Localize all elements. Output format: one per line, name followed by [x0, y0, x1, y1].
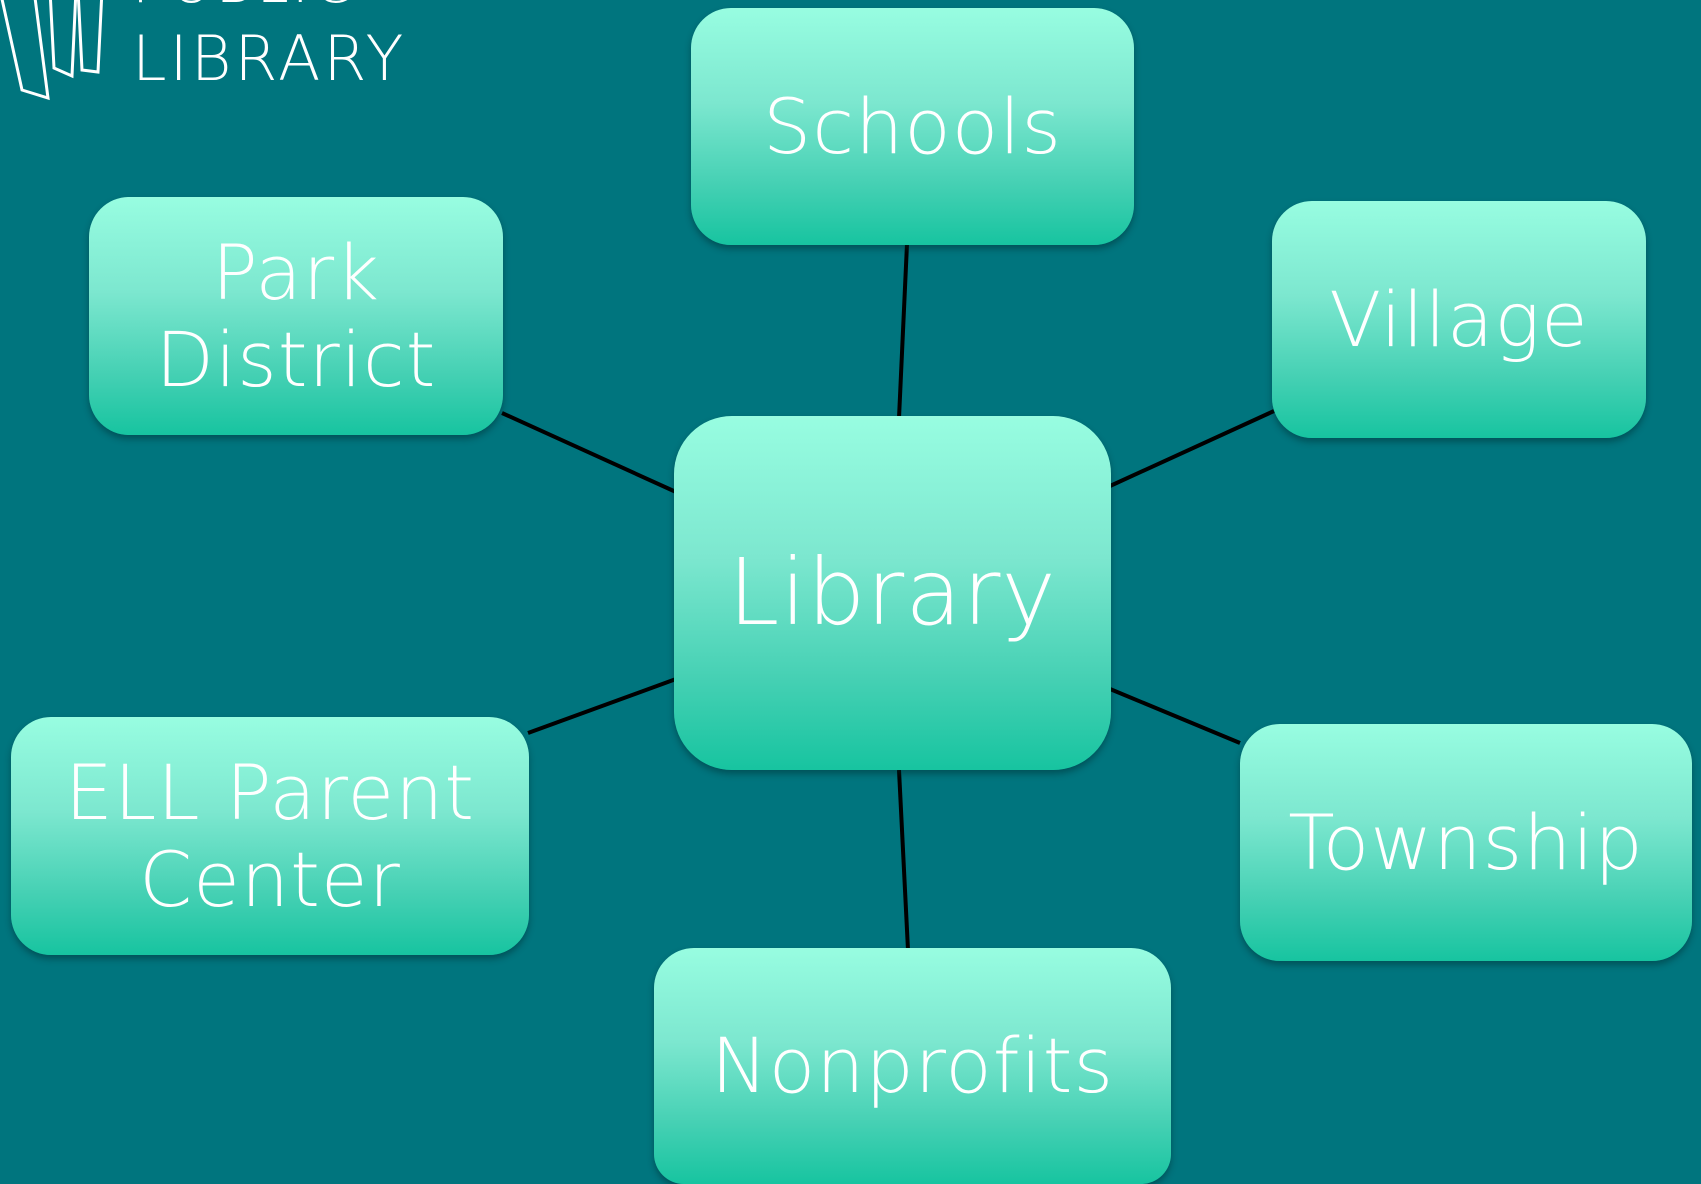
connector-village	[1109, 409, 1275, 488]
node-village-label: Village	[1329, 274, 1589, 364]
node-nonprofits-label: Nonprofits	[710, 1021, 1115, 1111]
library-logo: PUBLIC LIBRARY	[0, 0, 430, 110]
connector-nonprofits	[897, 769, 910, 951]
connector-park-district	[501, 411, 677, 494]
connector-ell-parent-center	[527, 677, 677, 735]
node-nonprofits: Nonprofits	[654, 948, 1171, 1184]
center-node-label: Library	[728, 539, 1057, 647]
node-ell-parent-center-label: ELL Parent Center	[64, 747, 476, 924]
book-spines-icon	[0, 0, 104, 101]
logo-line-public: PUBLIC	[132, 0, 355, 16]
connector-township	[1109, 687, 1241, 745]
node-village: Village	[1272, 201, 1646, 438]
connector-schools	[897, 243, 909, 419]
node-township-label: Township	[1288, 797, 1644, 887]
node-park-district-label: Park District	[155, 227, 437, 404]
node-park-district: Park District	[89, 197, 503, 435]
center-node-library: Library	[674, 416, 1111, 770]
node-township: Township	[1240, 724, 1692, 961]
node-schools: Schools	[691, 8, 1134, 245]
node-schools-label: Schools	[763, 81, 1062, 171]
node-ell-parent-center: ELL Parent Center	[11, 717, 529, 955]
logo-line-library: LIBRARY	[132, 22, 407, 95]
